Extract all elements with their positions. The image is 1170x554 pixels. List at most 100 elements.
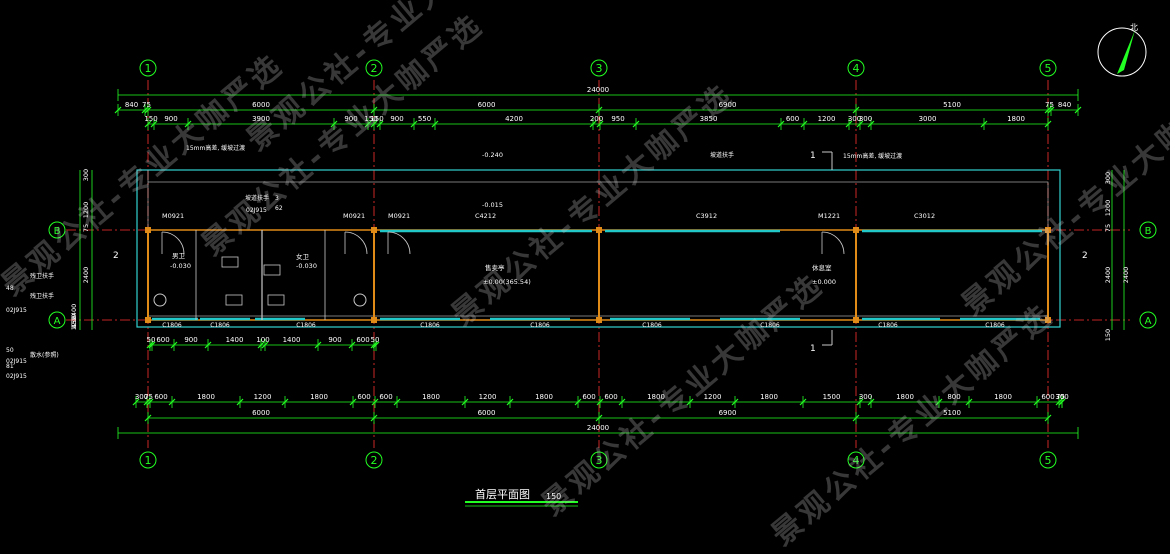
right-dimension-label: 150 xyxy=(1104,329,1112,341)
annotation-ref: 3 xyxy=(275,195,279,202)
dimension-tick xyxy=(800,120,808,128)
sanitary-fixture xyxy=(263,264,281,276)
dimension-tick xyxy=(150,120,158,128)
dimension-label: 600 xyxy=(786,115,799,123)
dimension-label: 600 xyxy=(582,393,595,401)
overall-dimension-label: 24000 xyxy=(587,424,609,432)
annotation-note: 坡道扶手 xyxy=(245,194,269,202)
window-label: C1806 xyxy=(878,322,898,329)
grid-bubble-A xyxy=(48,311,66,329)
dimension-tick xyxy=(184,120,192,128)
left-dimension-label: 1200 xyxy=(82,202,90,219)
window-label: C3012 xyxy=(914,212,935,220)
dimension-label: 3850 xyxy=(700,115,718,123)
window-label: C1806 xyxy=(642,322,662,329)
grid-bubble-1 xyxy=(139,451,157,469)
level-label: ±0.000 xyxy=(812,278,836,286)
drawing-title: 首层平面图 xyxy=(475,487,530,501)
grid-axis-label: 4 xyxy=(853,62,860,75)
dimension-tick xyxy=(330,120,338,128)
dimension-label: 6000 xyxy=(478,409,496,417)
window-label: C1806 xyxy=(420,322,440,329)
dimension-label: 50 xyxy=(371,336,380,344)
dimension-label: 3900 xyxy=(252,115,270,123)
left-dimension-label: 300 xyxy=(82,169,90,181)
left-dimension-label: 75 xyxy=(82,224,90,232)
dimension-tick xyxy=(144,106,152,114)
dimension-label: 1200 xyxy=(479,393,497,401)
dimension-label: 600 xyxy=(357,393,370,401)
dimension-label: 75 xyxy=(1045,101,1054,109)
dimension-label: 1800 xyxy=(197,393,215,401)
annotation-note: 散水(参照) xyxy=(30,351,59,359)
dimension-label: 3000 xyxy=(919,115,937,123)
sanitary-fixture xyxy=(225,294,243,306)
overall-dimension-label: 24000 xyxy=(587,86,609,94)
dimension-tick xyxy=(146,398,154,406)
dimension-tick xyxy=(148,341,156,349)
level-label: -0.240 xyxy=(482,151,503,159)
dimension-tick xyxy=(410,120,418,128)
section-mark: 2 xyxy=(1082,251,1088,261)
dimension-tick xyxy=(506,398,514,406)
level-label: ±0.00(365.54) xyxy=(483,278,531,286)
grid-bubble-1 xyxy=(139,59,157,77)
dimension-tick xyxy=(856,398,864,406)
window-label: C1806 xyxy=(210,322,230,329)
dimension-label: 6000 xyxy=(252,409,270,417)
dimension-label: 600 xyxy=(379,393,392,401)
dimension-label: 900 xyxy=(390,115,403,123)
sanitary-fixture xyxy=(267,294,285,306)
grid-axis-label: 1 xyxy=(145,454,152,467)
annotation-note: 坡道扶手 xyxy=(710,151,734,159)
window-label: C1806 xyxy=(760,322,780,329)
window-label: C1806 xyxy=(530,322,550,329)
dimension-tick xyxy=(1047,106,1055,114)
level-label: -0.015 xyxy=(482,201,503,209)
dimension-tick xyxy=(1033,398,1041,406)
dimension-tick xyxy=(314,341,322,349)
annotation-ref: 50 xyxy=(6,347,14,354)
dimension-label: 1800 xyxy=(310,393,328,401)
drawing-title-block: 首层平面图 150 xyxy=(465,487,578,507)
grid-axis-label: B xyxy=(1145,226,1152,237)
dimension-label: 300 xyxy=(859,393,872,401)
room-label: 休息室 xyxy=(812,263,832,272)
sanitary-fixture xyxy=(353,293,367,307)
dimension-tick xyxy=(799,398,807,406)
dimension-label: 6000 xyxy=(478,101,496,109)
right-dimension-label: 75 xyxy=(1104,224,1112,232)
dimension-label: 840 xyxy=(1058,101,1071,109)
grid-axis-label: 3 xyxy=(596,62,603,75)
dimension-label: 800 xyxy=(947,393,960,401)
dimension-tick xyxy=(686,398,694,406)
dimension-tick xyxy=(965,398,973,406)
dimension-tick xyxy=(595,106,603,114)
window-label: C1806 xyxy=(985,322,1005,329)
grid-bubble-A xyxy=(1139,311,1157,329)
dimension-tick xyxy=(236,398,244,406)
dimension-tick xyxy=(1044,106,1052,114)
dimension-label: 1200 xyxy=(818,115,836,123)
column xyxy=(853,227,859,233)
dimension-tick xyxy=(1058,398,1066,406)
dimension-tick xyxy=(980,120,988,128)
dimension-label: 5100 xyxy=(943,101,961,109)
door-label: M0921 xyxy=(343,212,365,220)
dimension-label: 950 xyxy=(611,115,624,123)
dimension-label: 100 xyxy=(256,336,269,344)
annotation-ref: 02J915 xyxy=(246,207,267,214)
grid-axis-label: 2 xyxy=(371,454,378,467)
dimension-tick xyxy=(852,414,860,422)
annotation-note: 15mm高差, 缓坡过渡 xyxy=(186,144,245,152)
right-dimension-label: 300 xyxy=(1104,172,1112,184)
grid-bubble-2 xyxy=(365,59,383,77)
dimension-tick xyxy=(393,398,401,406)
door-swing xyxy=(387,231,411,255)
sanitary-fixture xyxy=(153,293,167,307)
dimension-tick xyxy=(935,398,943,406)
dimension-tick xyxy=(170,341,178,349)
column xyxy=(853,317,859,323)
dimension-label: 200 xyxy=(590,115,603,123)
